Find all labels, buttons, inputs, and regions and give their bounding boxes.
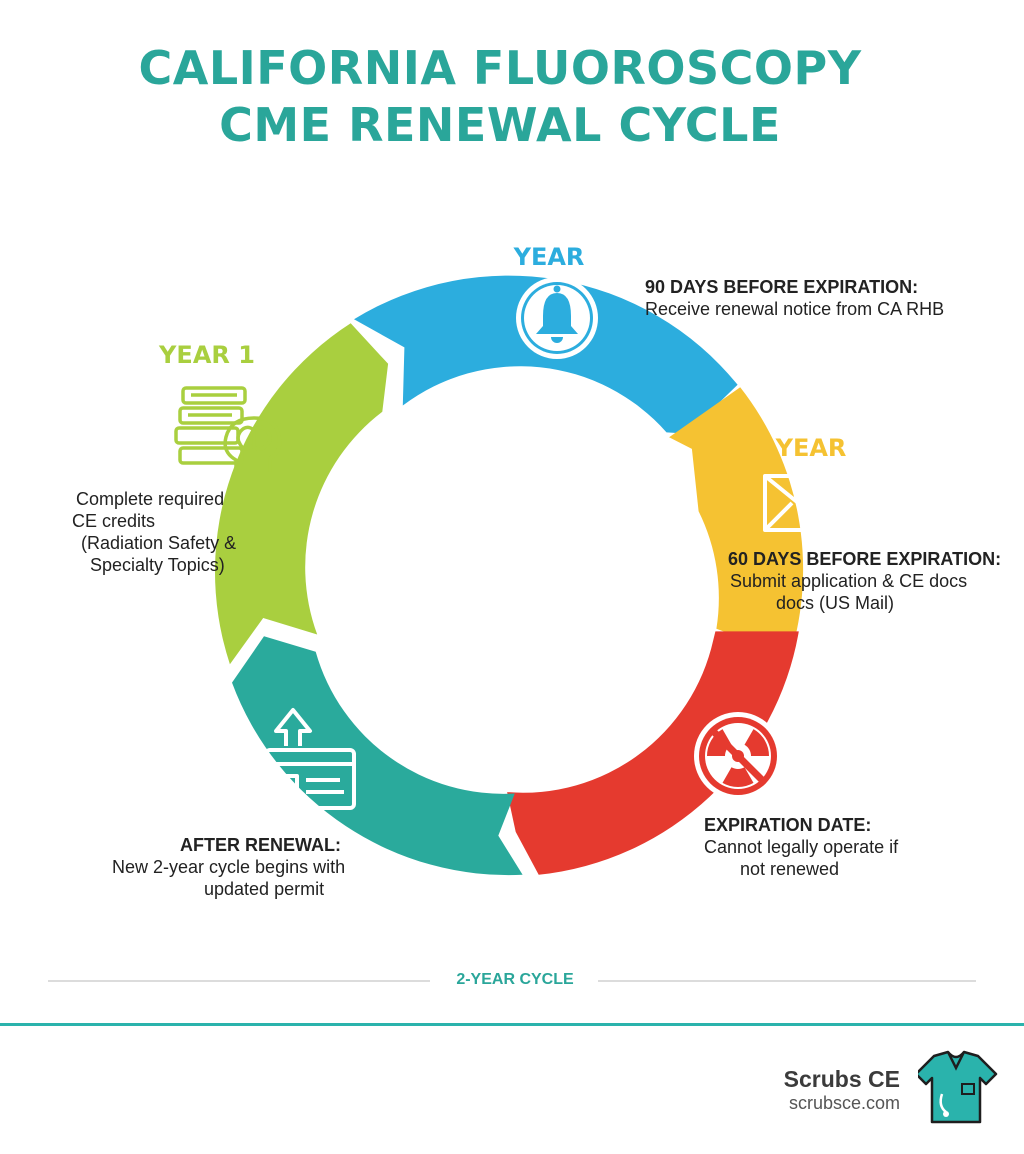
expiration-heading: EXPIRATION DATE: (704, 815, 872, 835)
submit-heading: 60 DAYS BEFORE EXPIRATION: (728, 549, 1002, 569)
year1-line-3: (Radiation Safety & (81, 533, 237, 553)
renewal-cycle-diagram: YEAR YEAR YEAR 1 (158, 243, 847, 876)
notice-year-tag: YEAR (513, 243, 585, 271)
brand-url[interactable]: scrubsce.com (788, 1093, 900, 1113)
permit-card-upload-icon (264, 708, 356, 810)
year1-line-4: Specialty Topics) (90, 555, 225, 575)
segment-submit-yellow (669, 387, 804, 657)
footer-rule (0, 1023, 1024, 1026)
year1-line-1: Complete required (76, 489, 225, 509)
title-line-1: CALIFORNIA FLUOROSCOPY (138, 41, 862, 95)
submit-year-tag: YEAR (775, 434, 847, 462)
year1-line-2: CE credits (72, 511, 156, 531)
cycle-divider-left (48, 980, 430, 982)
expiration-text-block: EXPIRATION DATE: Cannot legally operate … (704, 814, 898, 880)
submit-line-1: Submit application & CE docs (730, 571, 968, 591)
no-radiation-icon (694, 712, 782, 800)
brand-block[interactable]: Scrubs CE scrubsce.com (784, 1066, 900, 1114)
renewal-heading: AFTER RENEWAL: (180, 835, 341, 855)
cycle-label: 2-YEAR CYCLE (456, 971, 574, 988)
segment-renewal-teal (232, 636, 523, 876)
renewal-text-block: AFTER RENEWAL: New 2-year cycle begins w… (112, 834, 392, 900)
bell-icon (516, 277, 598, 359)
notice-description: Receive renewal notice from CA RHB (645, 299, 945, 319)
expiration-line-1: Cannot legally operate if (704, 837, 899, 857)
brand-name: Scrubs CE (783, 1066, 900, 1092)
submit-line-2: docs (US Mail) (776, 593, 895, 613)
submit-text-block: 60 DAYS BEFORE EXPIRATION: Submit applic… (728, 548, 1008, 614)
year1-text-block: Complete required CE credits (Radiation … (72, 488, 236, 576)
cycle-divider-right (598, 980, 976, 982)
notice-heading: 90 DAYS BEFORE EXPIRATION: (645, 277, 919, 297)
title-line-2: CME RENEWAL CYCLE (219, 98, 781, 152)
year1-tag: YEAR 1 (158, 341, 255, 369)
renewal-line-2: updated permit (204, 879, 325, 899)
expiration-line-2: not renewed (740, 859, 840, 879)
segment-year1-green (214, 323, 389, 665)
renewal-line-1: New 2-year cycle begins with (112, 857, 346, 877)
scrubs-shirt-icon (918, 1050, 998, 1124)
page-title: CALIFORNIA FLUOROSCOPY CME RENEWAL CYCLE (0, 40, 1000, 154)
books-brain-icon (174, 386, 282, 472)
notice-text-block: 90 DAYS BEFORE EXPIRATION: Receive renew… (645, 276, 944, 320)
envelope-icon (763, 474, 841, 532)
segment-expiration-red (507, 631, 799, 875)
